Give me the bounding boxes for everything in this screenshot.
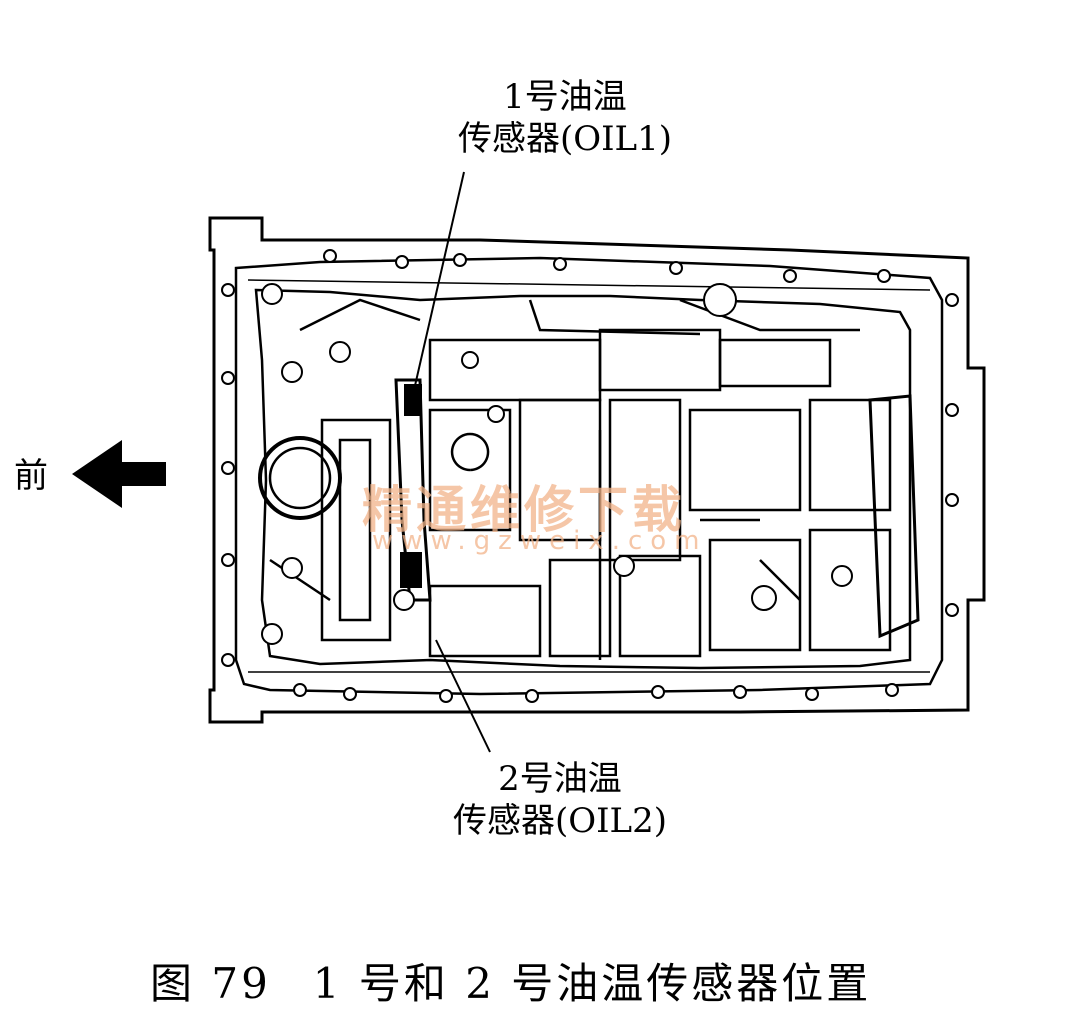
valve-body-internals <box>254 288 920 670</box>
watermark-text: 精通维修下载 <box>362 480 686 539</box>
oil1-sensor-label: 1号油温 传感器(OIL1) <box>420 76 710 160</box>
oil1-leader-line <box>413 171 465 391</box>
watermark-url: www.gzweix.com <box>372 526 708 556</box>
oil-pan-outline <box>208 216 986 724</box>
oil1-label-line2: 传感器(OIL1) <box>457 119 673 159</box>
figure-caption: 图 79 1 号和 2 号油温传感器位置 <box>150 950 871 1011</box>
valve-body-bolts <box>261 283 853 645</box>
oil2-label-line2: 传感器(OIL2) <box>452 801 668 841</box>
oil2-sensor-label: 2号油温 传感器(OIL2) <box>410 758 710 842</box>
oil1-label-line1: 1号油温 <box>503 77 627 117</box>
oil2-leader-line <box>435 639 491 753</box>
oil2-label-line1: 2号油温 <box>498 759 622 799</box>
figure-number: 图 79 <box>150 959 271 1008</box>
pan-bolts <box>221 249 959 703</box>
oil2-sensor <box>400 552 422 588</box>
left-arrow-icon <box>72 440 166 508</box>
front-direction-label: 前 <box>14 456 48 496</box>
oil1-sensor <box>404 384 422 416</box>
figure-title: 1 号和 2 号油温传感器位置 <box>312 959 872 1008</box>
